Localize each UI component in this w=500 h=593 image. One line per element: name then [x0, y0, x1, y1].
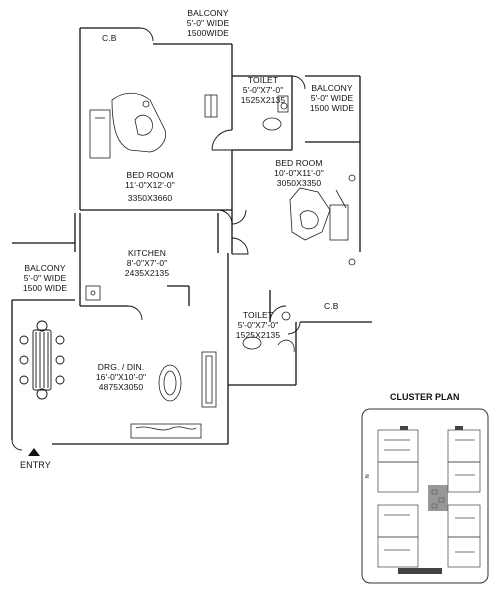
room-name: BALCONY	[187, 8, 229, 18]
room-size-ft: 16'-0"X10'-0"	[95, 372, 147, 382]
bedroom-left-label: BED ROOM 11'-0"X12'-0" 3350X3660	[110, 170, 190, 203]
balcony-left-label: BALCONY 5'-0" WIDE 1500 WIDE	[14, 263, 76, 293]
walls	[11, 27, 372, 445]
toilet-bottom-label: TOILET 5'-0"X7'-0" 1525X2135	[228, 310, 288, 340]
kitchen-fixtures	[85, 285, 101, 301]
entry-label: ENTRY	[20, 460, 51, 470]
door-swings	[11, 27, 306, 451]
room-size-ft: 5'-0" WIDE	[186, 18, 230, 28]
room-size-mm: 1525X2135	[235, 330, 281, 340]
room-name: DRG. / DIN.	[97, 362, 145, 372]
room-size-mm: 3050X3350	[276, 178, 322, 188]
cluster-side-mark: N	[365, 474, 371, 478]
entry-text: ENTRY	[20, 460, 51, 470]
room-size-ft: 5'-0" WIDE	[310, 93, 354, 103]
cluster-plan-inset	[361, 408, 489, 584]
bed-left	[89, 92, 218, 159]
cb-text: C.B	[324, 301, 339, 311]
room-size-ft: 5'-0" WIDE	[23, 273, 67, 283]
cb-text: C.B	[102, 33, 117, 43]
room-name: KITCHEN	[127, 248, 166, 258]
room-size-mm: 3350X3660	[127, 193, 173, 203]
room-name: BED ROOM	[126, 170, 174, 180]
bedroom-right-label: BED ROOM 10'-0"X11'-0" 3050X3350	[264, 158, 334, 188]
room-size-mm: 1525X2135	[240, 95, 286, 105]
balcony-right-label: BALCONY 5'-0" WIDE 1500 WIDE	[304, 83, 360, 113]
room-size-ft: 5'-0"X7'-0"	[242, 85, 284, 95]
toilet-fixtures	[242, 95, 295, 353]
room-size-mm: 1500 WIDE	[309, 103, 355, 113]
toilet-top-label: TOILET 5'-0"X7'-0" 1525X2135	[234, 75, 292, 105]
room-size-mm: 1500 WIDE	[22, 283, 68, 293]
kitchen-label: KITCHEN 8'-0"X7'-0" 2435X2135	[112, 248, 182, 278]
entry-arrow-icon	[28, 448, 40, 456]
room-size-ft: 8'-0"X7'-0"	[126, 258, 168, 268]
balcony-top-label: BALCONY 5'-0" WIDE 1500WIDE	[176, 8, 240, 38]
room-size-ft: 5'-0"X7'-0"	[237, 320, 279, 330]
room-size-mm: 2435X2135	[124, 268, 170, 278]
dining-table	[19, 320, 65, 400]
room-size-mm: 1500WIDE	[187, 28, 229, 38]
room-size-ft: 11'-0"X12'-0"	[125, 180, 175, 190]
room-name: BALCONY	[24, 263, 66, 273]
side-mark-text: N	[365, 474, 371, 478]
room-size-ft: 10'-0"X11'-0"	[274, 168, 324, 178]
cluster-plan-title: CLUSTER PLAN	[390, 392, 460, 402]
room-name: BED ROOM	[275, 158, 323, 168]
room-name: TOILET	[242, 310, 274, 320]
sofa-set	[130, 351, 217, 439]
cb-label-bottom: C.B	[324, 301, 338, 311]
room-size-mm: 4875X3050	[98, 382, 144, 392]
room-name: TOILET	[247, 75, 279, 85]
cb-label-top: C.B	[102, 33, 116, 43]
room-name: BALCONY	[311, 83, 353, 93]
bed-right	[289, 174, 356, 266]
drawing-dining-label: DRG. / DIN. 16'-0"X10'-0" 4875X3050	[86, 362, 156, 392]
